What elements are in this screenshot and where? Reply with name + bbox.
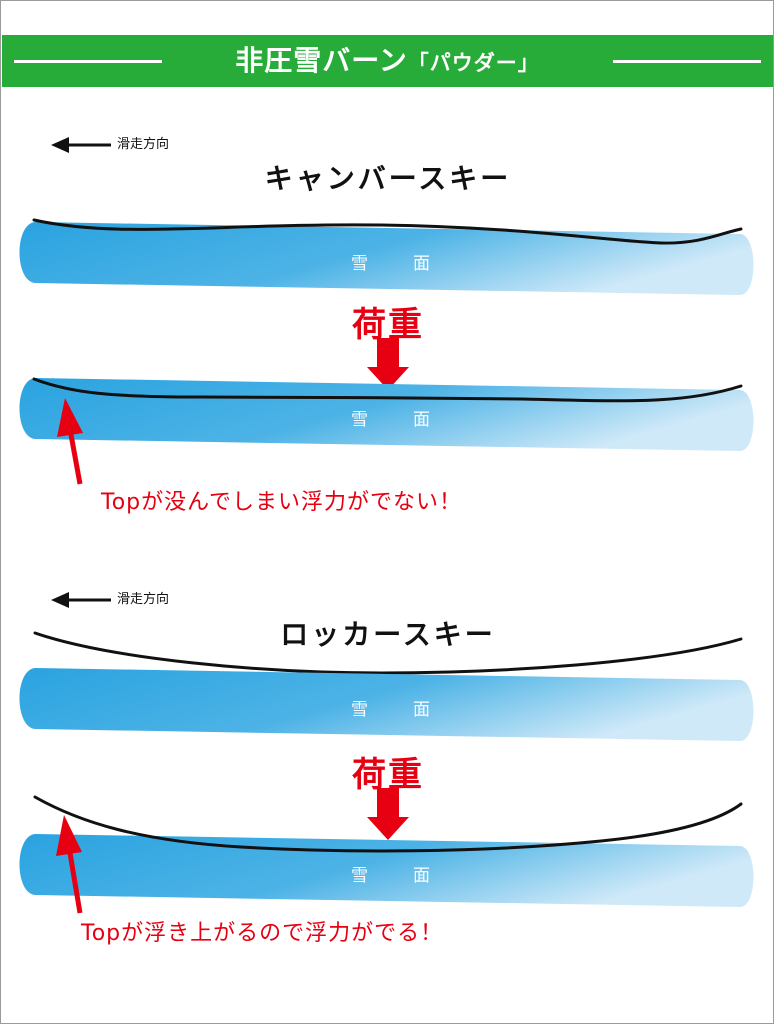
banner-title-main: 非圧雪バーン [235, 44, 408, 77]
up-arrow-icon [56, 815, 83, 914]
snow-surface-camber-loaded: 雪 面 [19, 378, 754, 451]
rocker-ski-unloaded [33, 631, 743, 675]
up-arrow-icon [57, 398, 83, 485]
snow-surface-rocker-unloaded: 雪 面 [19, 668, 754, 741]
note-rocker: Topが浮き上がるので浮力がでる！ [81, 921, 444, 946]
camber-ski-loaded [32, 377, 743, 403]
snow-label-camber-loaded: 雪 面 [351, 410, 444, 430]
down-arrow-icon [367, 788, 409, 840]
snow-surface-camber-unloaded: 雪 面 [19, 222, 754, 295]
snow-label-rocker-loaded: 雪 面 [351, 866, 444, 886]
banner-title-sub: 「パウダー」 [407, 51, 540, 75]
note-camber: Topが没んでしまい浮力がでない！ [101, 490, 463, 515]
direction-indicator-camber: 滑走方向 [51, 135, 169, 156]
direction-label-camber: 滑走方向 [117, 137, 170, 152]
snow-surface-rocker-loaded: 雪 面 [19, 834, 754, 907]
banner-rule-right [613, 60, 761, 63]
left-arrow-icon [51, 137, 111, 153]
direction-indicator-rocker: 滑走方向 [51, 590, 169, 611]
down-arrow-icon [367, 338, 409, 390]
rocker-ski-loaded [33, 795, 743, 853]
camber-ski-unloaded [32, 218, 743, 245]
ski-title-rocker: ロッカースキー [280, 618, 496, 651]
title-banner: 非圧雪バーン「パウダー」 [2, 35, 773, 87]
banner-rule-left [14, 60, 162, 63]
snow-label-camber-unloaded: 雪 面 [351, 254, 444, 274]
banner-title: 非圧雪バーン「パウダー」 [2, 35, 773, 87]
direction-label-rocker: 滑走方向 [117, 592, 170, 607]
left-arrow-icon [51, 592, 111, 608]
ski-title-camber: キャンバースキー [264, 162, 512, 195]
snow-label-rocker-unloaded: 雪 面 [351, 700, 444, 720]
